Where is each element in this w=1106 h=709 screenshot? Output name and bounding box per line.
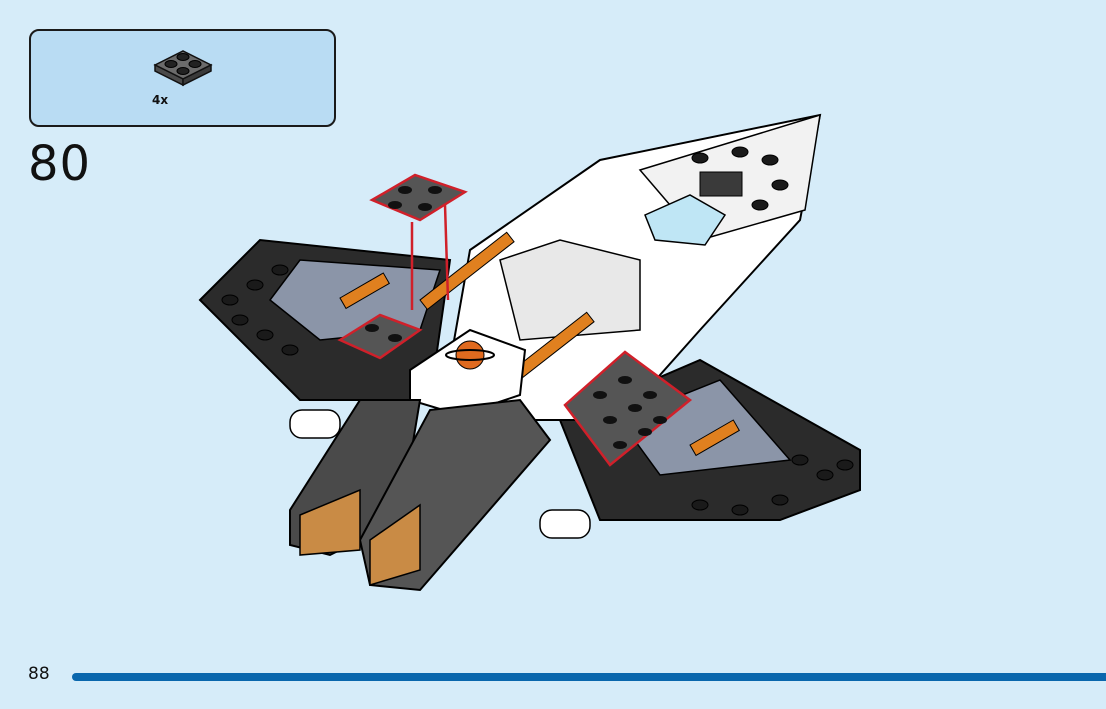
page-number: 88 — [28, 664, 50, 684]
page-footer-bar — [72, 673, 1106, 681]
